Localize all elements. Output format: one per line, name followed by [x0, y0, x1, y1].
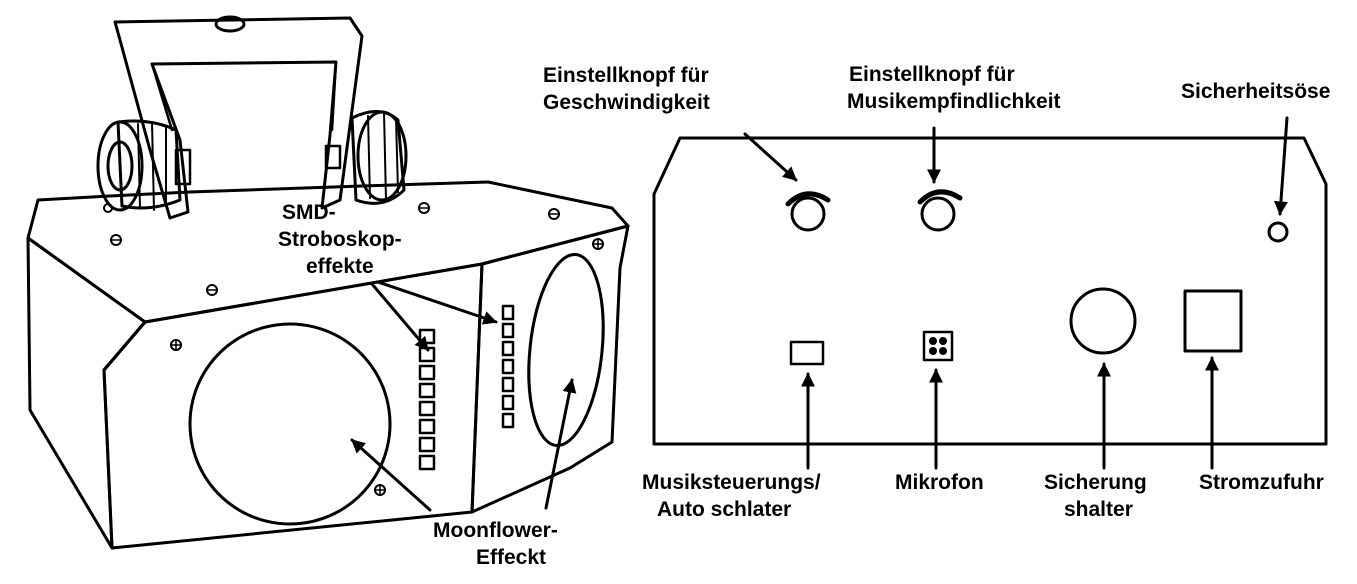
moonflower-lens-front [188, 322, 392, 526]
music-auto-switch-label: Musiksteuerungs/ Auto schlater [642, 471, 821, 521]
moonflower-label: Moonflower- Effeckt [433, 519, 558, 569]
speed-knob [785, 191, 831, 232]
svg-text:effekte: effekte [306, 255, 374, 278]
smd-strobe-label: SMD- Stroboskop- effekte [278, 201, 402, 278]
safety-eyelet-label: Sicherheitsöse [1181, 80, 1330, 103]
svg-text:Musikempfindlichkeit: Musikempfindlichkeit [847, 90, 1061, 113]
svg-text:Stroboskop-: Stroboskop- [278, 228, 402, 251]
fixture-body [26, 180, 630, 550]
moonflower-lens-side [527, 252, 605, 448]
svg-text:SMD-: SMD- [282, 201, 336, 224]
power-socket-label: Stromzufuhr [1199, 471, 1324, 494]
svg-text:shalter: shalter [1064, 498, 1133, 521]
smd-led-column-side [501, 304, 515, 429]
sensitivity-knob-label: Einstellknopf für Musikempfindlichkeit [847, 63, 1061, 113]
svg-text:Moonflower-: Moonflower- [433, 519, 558, 542]
sensitivity-knob [917, 189, 963, 232]
speed-knob-label: Einstellknopf für Geschwindigkeit [543, 64, 710, 114]
left-arrows [350, 280, 577, 512]
svg-text:Geschwindigkeit: Geschwindigkeit [543, 91, 710, 114]
svg-text:Auto schlater: Auto schlater [657, 498, 791, 521]
smd-led-column-front [418, 328, 436, 471]
svg-text:Effeckt: Effeckt [476, 546, 546, 569]
rear-panel-outline [652, 136, 1328, 446]
svg-text:Einstellknopf für: Einstellknopf für [543, 64, 709, 87]
microphone [922, 330, 954, 362]
rear-panel-drawing: Einstellknopf für Geschwindigkeit Einste… [543, 63, 1330, 521]
left-knob [96, 119, 192, 212]
svg-text:Musiksteuerungs/: Musiksteuerungs/ [642, 471, 821, 494]
power-socket [1183, 289, 1243, 353]
rear-top-arrows [743, 116, 1289, 216]
rear-bottom-arrows [801, 356, 1219, 470]
microphone-label: Mikrofon [895, 471, 984, 494]
mounting-bracket [113, 15, 364, 220]
fuse-label: Sicherung shalter [1044, 471, 1147, 521]
fuse-holder [1069, 287, 1137, 355]
svg-text:Einstellknopf für: Einstellknopf für [849, 63, 1015, 86]
fixture-drawing: SMD- Stroboskop- effekte Moonflower- Eff… [26, 15, 630, 569]
music-auto-switch [789, 340, 825, 366]
safety-eyelet [1267, 221, 1289, 243]
svg-text:Sicherung: Sicherung [1044, 471, 1147, 494]
right-knob [324, 110, 408, 205]
